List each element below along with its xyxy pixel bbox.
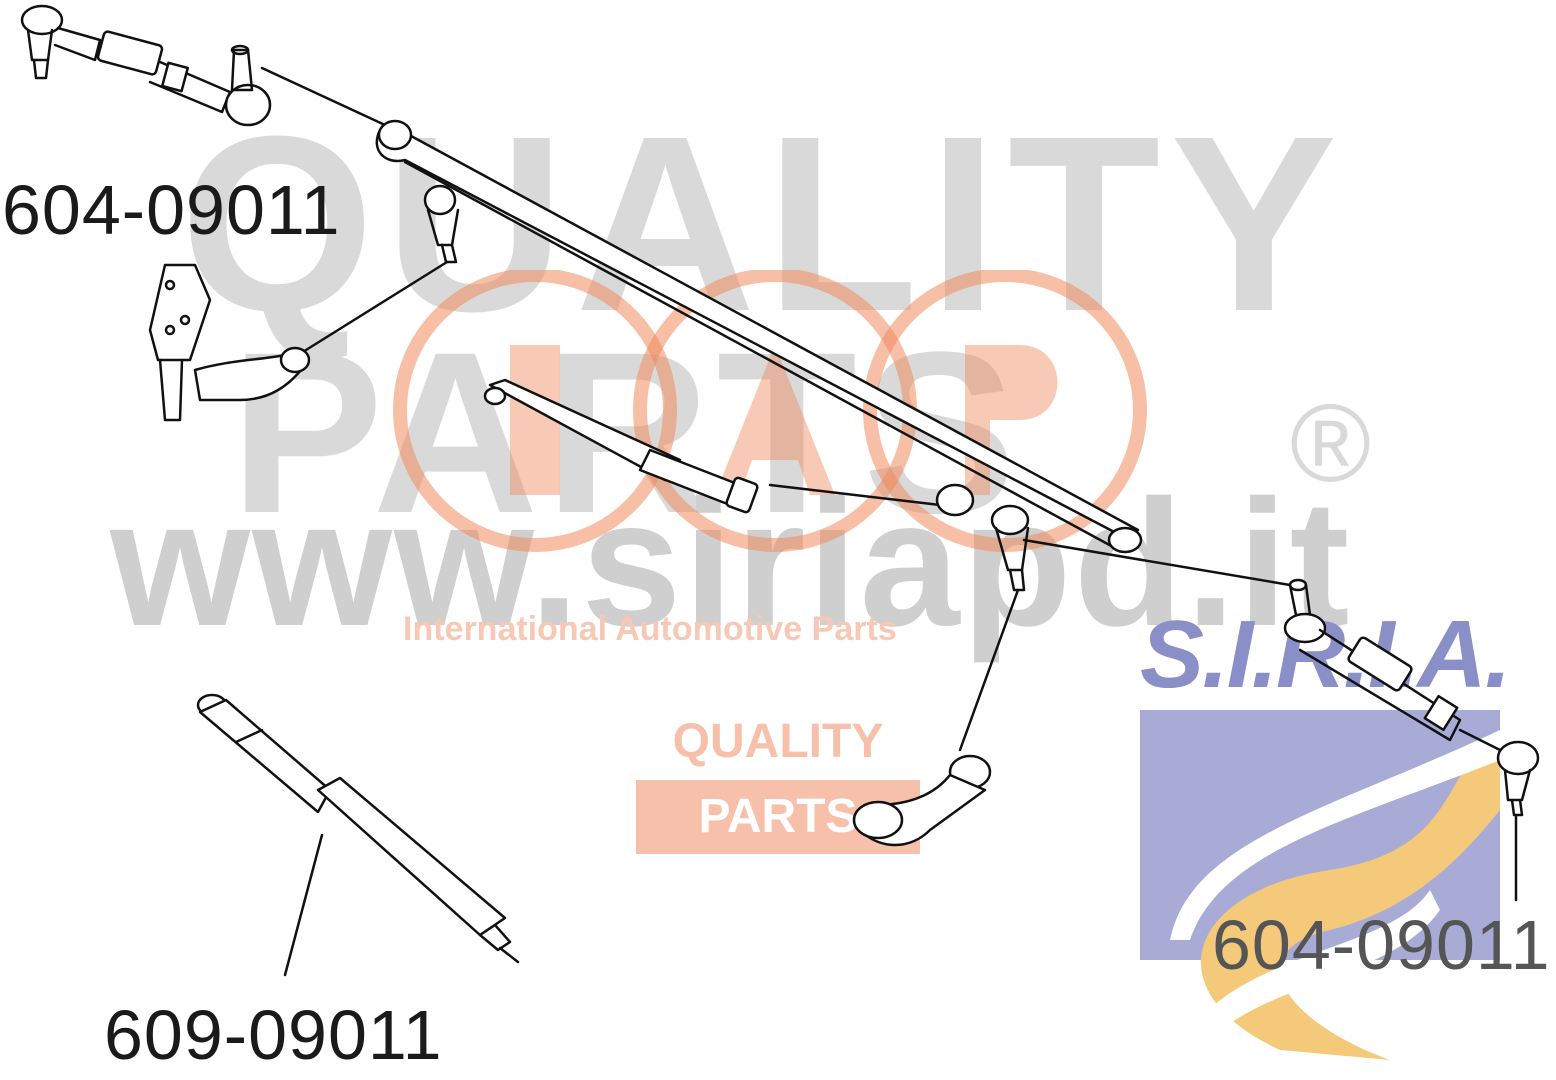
connector-line-1	[260, 66, 387, 127]
tie-rod-end-bottom-right	[1283, 578, 1540, 902]
watermark-registered-mark: ®	[1290, 382, 1372, 505]
connector-line-7	[283, 833, 324, 977]
connector-line-3	[768, 483, 942, 507]
part-label-bottom-left: 609-09011	[104, 996, 443, 1074]
watermark-tagline: International Automotive Parts	[403, 610, 897, 648]
siria-logo-icon	[1140, 710, 1500, 1060]
connector-line-5	[958, 588, 1020, 752]
part-label-bottom-right: 604-09011	[1212, 906, 1551, 984]
quality-badge-line1: QUALITY	[672, 715, 884, 768]
pitman-arm	[852, 754, 992, 847]
watermark-quality-text: QUALITY	[180, 84, 1348, 363]
siria-brand-text: S.I.R.I.A.	[1140, 601, 1511, 708]
idler-arm-left	[148, 263, 311, 422]
connector-line-4	[1022, 538, 1292, 587]
part-label-top-left: 604-09011	[2, 171, 341, 249]
tie-rod-end-top-left	[20, 4, 272, 127]
connector-line-2	[296, 260, 449, 357]
damper-lower	[196, 693, 520, 977]
damper-upper	[483, 378, 975, 517]
